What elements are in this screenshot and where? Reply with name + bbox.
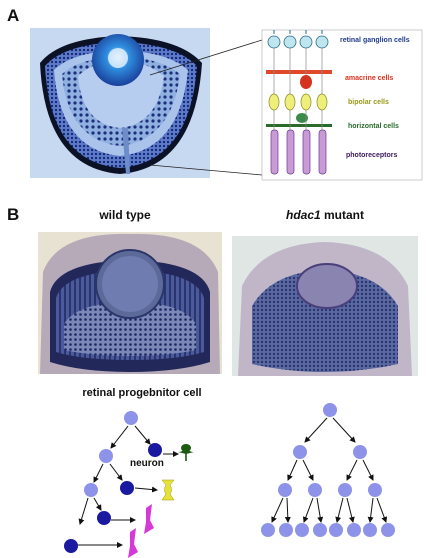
neuron-dot bbox=[148, 443, 162, 457]
wild-type-lineage bbox=[64, 411, 194, 558]
photoreceptor-icon-2 bbox=[128, 528, 138, 558]
wild-type-micrograph bbox=[38, 232, 222, 374]
retina-schematic bbox=[266, 30, 332, 175]
mutant-suffix: mutant bbox=[320, 208, 365, 222]
label-amacrine: amacrine cells bbox=[345, 75, 394, 82]
progenitor-root bbox=[124, 411, 138, 425]
label-ganglion: retinal ganglion cells bbox=[340, 37, 410, 44]
photoreceptor-icon-1 bbox=[144, 504, 154, 534]
progenitor-title: retinal progebnitor cell bbox=[82, 387, 202, 399]
panel-b-label: B bbox=[7, 205, 20, 224]
label-bipolar: bipolar cells bbox=[348, 99, 389, 106]
mutant-title: hdac1 mutant bbox=[230, 208, 420, 222]
panel-a-label: A bbox=[7, 6, 20, 25]
label-horizontal: horizontal cells bbox=[348, 123, 399, 130]
ganglion-cell-icon bbox=[178, 444, 194, 461]
bipolar-cell-icon bbox=[161, 479, 175, 501]
mutant-micrograph bbox=[232, 236, 418, 376]
mutant-gene-name: hdac1 bbox=[285, 208, 321, 222]
neuron-label: neuron bbox=[130, 458, 164, 469]
lineage-diagram bbox=[64, 403, 395, 558]
retina-micrograph bbox=[30, 28, 210, 178]
mutant-lineage bbox=[261, 403, 395, 537]
ganglion-cells bbox=[267, 30, 329, 49]
wild-type-title: wild type bbox=[99, 208, 151, 222]
label-photoreceptors: photoreceptors bbox=[346, 152, 398, 159]
